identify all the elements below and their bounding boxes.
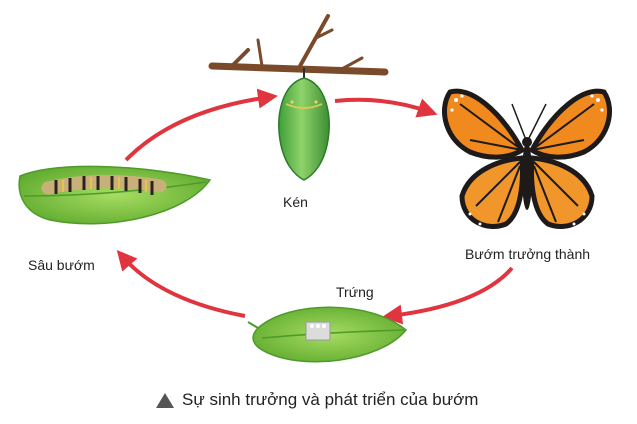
arrow-butterfly-to-egg — [382, 266, 514, 325]
stage-label-egg: Trứng — [336, 284, 374, 300]
caption-text: Sự sinh trưởng và phát triển của bướm — [182, 390, 479, 409]
triangle-icon — [156, 392, 174, 408]
caterpillar — [41, 174, 167, 195]
butterfly — [442, 88, 612, 229]
arrow-egg-to-caterpillar — [116, 249, 246, 318]
stage-label-caterpillar: Sâu bướm — [28, 257, 95, 273]
arrow-pupa-to-butterfly — [334, 97, 438, 118]
branch — [208, 14, 389, 76]
caterpillar-leaf — [18, 165, 212, 225]
arrow-caterpillar-to-pupa — [124, 88, 278, 162]
figure-caption: Sự sinh trưởng và phát triển của bướm — [156, 390, 478, 410]
egg-leaf — [247, 306, 408, 363]
stage-label-adult: Bướm trưởng thành — [465, 246, 591, 262]
pupa — [278, 68, 330, 181]
stage-label-pupa: Kén — [283, 194, 308, 210]
